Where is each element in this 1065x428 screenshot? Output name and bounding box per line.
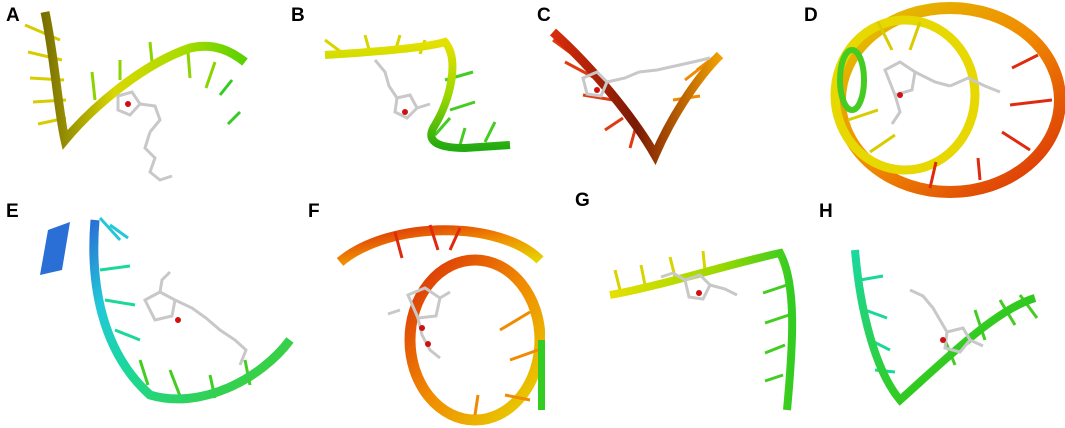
panel-label-d: D <box>804 5 818 26</box>
panel-a: A <box>0 0 250 200</box>
panel-label-f: F <box>308 201 320 222</box>
dna-ligand-render-b <box>324 34 511 153</box>
dna-ligand-render-h <box>851 249 1039 406</box>
dna-ligand-render-g <box>609 248 797 411</box>
panel-g: G <box>565 185 810 428</box>
panel-label-h: H <box>819 201 833 222</box>
panel-d: D <box>800 0 1065 200</box>
panel-label-g: G <box>575 190 590 211</box>
panel-label-e: E <box>6 201 19 222</box>
panel-label-a: A <box>6 5 20 26</box>
dna-ligand-render-f <box>336 224 545 426</box>
panel-h: H <box>815 200 1065 428</box>
dna-ligand-render-a <box>24 11 248 182</box>
dna-ligand-render-e <box>40 216 294 404</box>
panel-label-b: B <box>291 5 305 26</box>
panel-c: C <box>535 0 770 200</box>
panel-label-c: C <box>537 5 551 26</box>
panel-e: E <box>0 200 300 428</box>
panel-b: B <box>285 0 525 200</box>
panel-f: F <box>300 200 545 428</box>
dna-ligand-render-d <box>830 2 1065 198</box>
dna-ligand-render-c <box>549 28 724 166</box>
